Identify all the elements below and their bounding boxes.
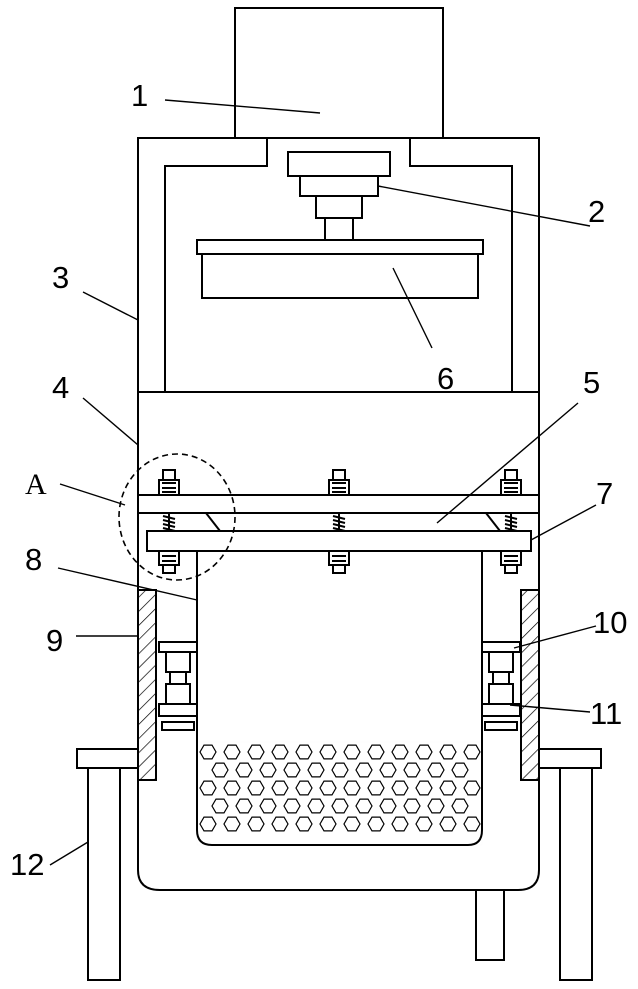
hex-hole (368, 781, 384, 795)
hex-hole (332, 799, 348, 813)
lower-plate (147, 531, 531, 551)
bolt-right (501, 470, 521, 573)
motor (235, 8, 443, 138)
inner-container (197, 551, 482, 845)
hex-hole (452, 799, 468, 813)
hex-hole (284, 799, 300, 813)
bolt-middle (329, 470, 349, 573)
hex-hole (284, 763, 300, 777)
roller-assembly-right (482, 642, 520, 730)
hex-hole (404, 799, 420, 813)
hex-hole (428, 799, 444, 813)
hex-hole (272, 781, 288, 795)
hex-hole (248, 745, 264, 759)
hex-hole (344, 817, 360, 831)
hex-hole (224, 745, 240, 759)
pressing-plate (197, 240, 483, 298)
hex-hole (296, 817, 312, 831)
hex-hole (392, 817, 408, 831)
hex-hole (320, 781, 336, 795)
hex-hole (236, 799, 252, 813)
slide-rail-left (138, 590, 156, 780)
hex-hole (440, 781, 456, 795)
leg-center (476, 890, 504, 960)
bolt-left (159, 470, 179, 573)
label-4: 4 (52, 370, 69, 405)
hex-hole (308, 799, 324, 813)
label-a: A (25, 468, 47, 501)
label-5: 5 (583, 365, 600, 400)
frame-outer-right (410, 138, 539, 392)
label-6: 6 (437, 361, 454, 396)
hex-hole (428, 763, 444, 777)
hex-hole (212, 763, 228, 777)
beam-right (539, 749, 601, 768)
leg-left (88, 768, 120, 980)
hex-hole (224, 781, 240, 795)
slide-rail-right (521, 590, 539, 780)
label-8: 8 (25, 542, 42, 577)
label-3: 3 (52, 260, 69, 295)
label-2: 2 (588, 194, 605, 229)
hex-hole (392, 745, 408, 759)
hex-hole (296, 745, 312, 759)
label-11: 11 (590, 696, 622, 731)
hex-hole (296, 781, 312, 795)
hex-hole (464, 781, 480, 795)
hex-hole (260, 799, 276, 813)
upper-plate (138, 495, 539, 513)
leg-right (560, 768, 592, 980)
hex-hole (380, 763, 396, 777)
hex-hole (236, 763, 252, 777)
label-12: 12 (10, 847, 44, 882)
hex-hole (416, 781, 432, 795)
hex-hole (320, 817, 336, 831)
hex-hole (200, 781, 216, 795)
hex-hole (212, 799, 228, 813)
hex-hole (416, 817, 432, 831)
filter-screen (197, 742, 482, 845)
hex-hole (368, 745, 384, 759)
hex-hole (464, 817, 480, 831)
hex-hole (332, 763, 348, 777)
hex-hole (380, 799, 396, 813)
hex-hole (392, 781, 408, 795)
hex-hole (464, 745, 480, 759)
hex-hole (416, 745, 432, 759)
hex-hole (440, 745, 456, 759)
label-9: 9 (46, 623, 63, 658)
hex-hole (452, 763, 468, 777)
beam-left (77, 749, 138, 768)
hex-hole (248, 781, 264, 795)
hex-hole (224, 817, 240, 831)
hex-hole (320, 745, 336, 759)
detail-circle-a (119, 454, 235, 580)
roller-assembly-left (159, 642, 197, 730)
label-10: 10 (593, 605, 627, 640)
hex-hole (248, 817, 264, 831)
hex-hole (356, 799, 372, 813)
hex-hole (272, 817, 288, 831)
hex-hole (344, 781, 360, 795)
hex-hole (440, 817, 456, 831)
hex-hole (404, 763, 420, 777)
label-7: 7 (596, 476, 613, 511)
hex-hole (260, 763, 276, 777)
filter-holes (200, 745, 480, 831)
hex-hole (344, 745, 360, 759)
hex-hole (308, 763, 324, 777)
hex-hole (272, 745, 288, 759)
hex-hole (200, 817, 216, 831)
press-cylinder (288, 152, 390, 240)
hex-hole (200, 745, 216, 759)
label-1: 1 (131, 78, 148, 113)
hex-hole (356, 763, 372, 777)
hex-hole (368, 817, 384, 831)
